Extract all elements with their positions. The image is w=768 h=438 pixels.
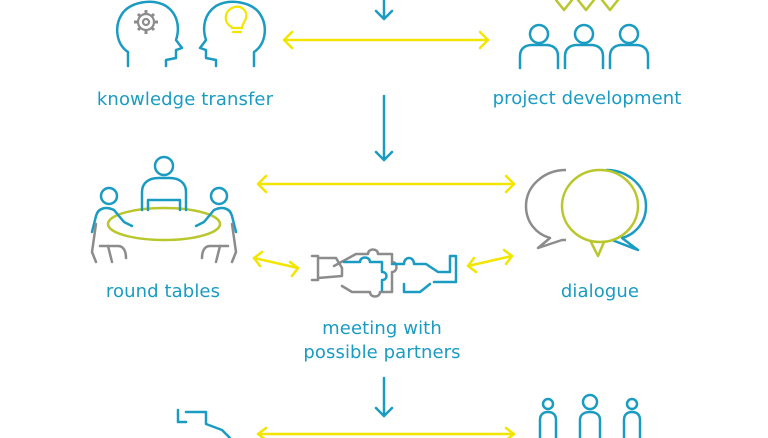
double-arrow-middle <box>256 174 516 194</box>
laptop-person-icon <box>176 408 232 438</box>
speech-bubbles-icon <box>524 168 648 258</box>
puzzle-handshake-icon <box>310 248 458 298</box>
double-arrow-top <box>282 30 490 50</box>
head-gear-icon <box>115 0 184 68</box>
idea-sparks-icon <box>554 0 620 12</box>
lightbulb-icon <box>224 5 248 34</box>
head-lightbulb-icon <box>198 0 267 68</box>
label-dialogue: dialogue <box>560 281 640 302</box>
arrow-down-top <box>374 0 394 21</box>
double-arrow-bottom <box>256 426 516 438</box>
group-people-icon <box>518 23 650 70</box>
arrow-down-bottom <box>374 376 394 418</box>
double-arrow-left-small <box>252 250 300 278</box>
people-standing-icon <box>538 393 642 438</box>
label-knowledge-transfer: knowledge transfer <box>96 89 274 110</box>
label-meeting-line1: meeting with <box>322 318 442 339</box>
label-round-tables: round tables <box>105 281 221 302</box>
label-meeting-partners: meeting with possible partners <box>262 317 502 365</box>
double-arrow-right-small <box>466 248 514 274</box>
label-project-development: project development <box>492 88 682 109</box>
label-meeting-line2: possible partners <box>303 342 461 363</box>
gear-icon <box>134 10 158 34</box>
round-table-icon <box>90 155 238 264</box>
arrow-down-middle <box>374 94 394 162</box>
